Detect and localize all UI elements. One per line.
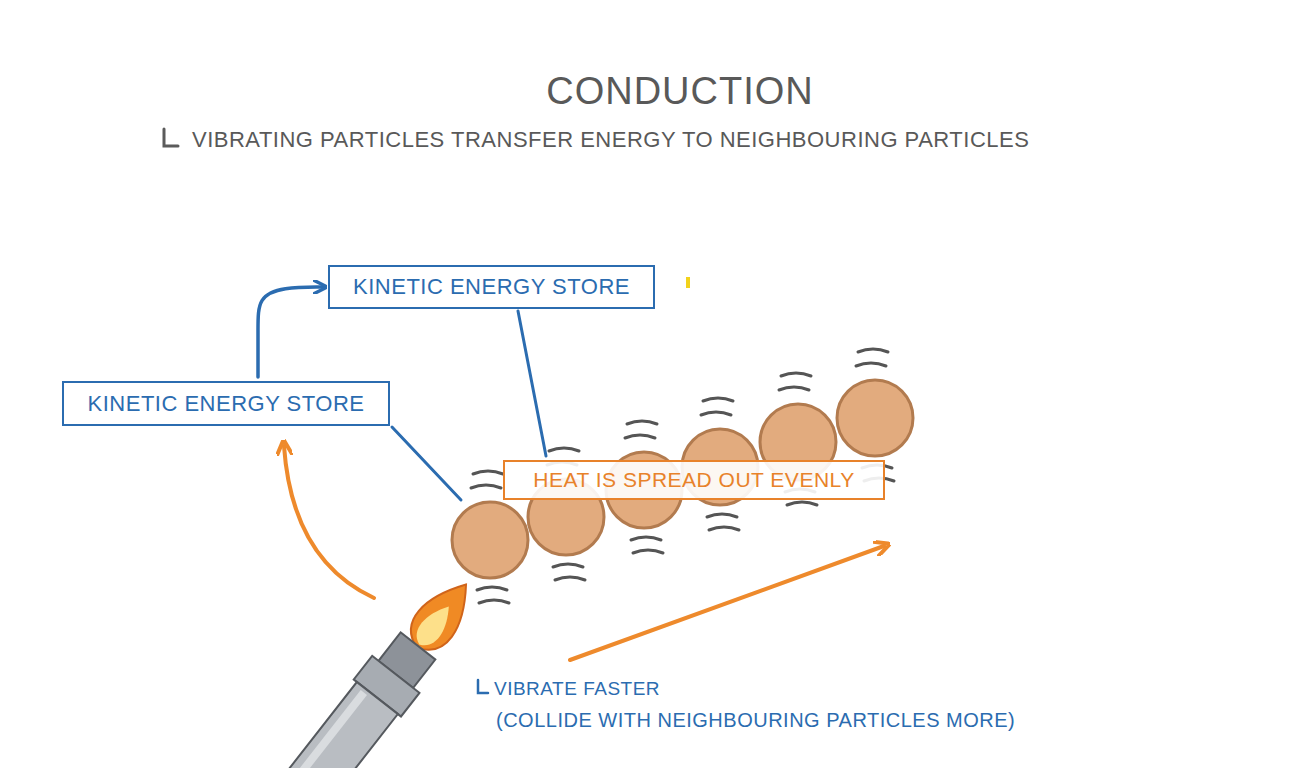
particles	[452, 380, 913, 578]
vibration-mark	[549, 448, 579, 451]
vibration-mark	[477, 587, 507, 590]
heat-note-box: HEAT IS SPREAD OUT EVENLY	[503, 460, 885, 500]
energy-store-box: KINETIC ENERGY STORE	[62, 381, 390, 426]
bullet-hook	[164, 129, 178, 146]
vibration-mark	[856, 363, 886, 366]
vibration-mark	[633, 550, 663, 553]
bunsen-torch	[261, 566, 489, 768]
vibration-mark	[781, 373, 811, 376]
box-text: KINETIC ENERGY STORE	[353, 274, 630, 300]
energy-store-box: KINETIC ENERGY STORE	[328, 265, 655, 309]
title: CONDUCTION	[430, 70, 930, 113]
note: VIBRATE FASTER	[494, 678, 660, 700]
vibration-mark	[627, 421, 657, 424]
box-text: HEAT IS SPREAD OUT EVENLY	[533, 468, 854, 492]
vibration-mark	[631, 537, 661, 540]
vibration-mark	[779, 387, 809, 390]
vibration-mark	[707, 514, 737, 517]
vibration-mark	[473, 471, 503, 474]
vibration-mark	[479, 600, 509, 603]
leader-line	[518, 311, 546, 456]
direction-arrow	[570, 546, 884, 660]
vibration-mark	[625, 435, 655, 438]
vibration-mark	[555, 577, 585, 580]
vibration-mark	[553, 564, 583, 567]
vibration-mark	[858, 349, 888, 352]
vibration-mark	[471, 485, 501, 488]
particle	[837, 380, 913, 456]
mark	[686, 277, 690, 288]
note: (COLLIDE WITH NEIGHBOURING PARTICLES MOR…	[496, 709, 1015, 732]
connector-arrow	[258, 287, 323, 377]
vibration-mark	[703, 398, 733, 401]
bullet-hook	[478, 680, 488, 693]
vibration-mark	[709, 527, 739, 530]
box-text: KINETIC ENERGY STORE	[88, 391, 365, 417]
leader-line	[392, 427, 461, 500]
particle	[452, 502, 528, 578]
vibration-mark	[701, 412, 731, 415]
heat-arrow	[284, 446, 374, 598]
vibration-mark	[787, 502, 817, 505]
subtitle: VIBRATING PARTICLES TRANSFER ENERGY TO N…	[192, 127, 1029, 153]
